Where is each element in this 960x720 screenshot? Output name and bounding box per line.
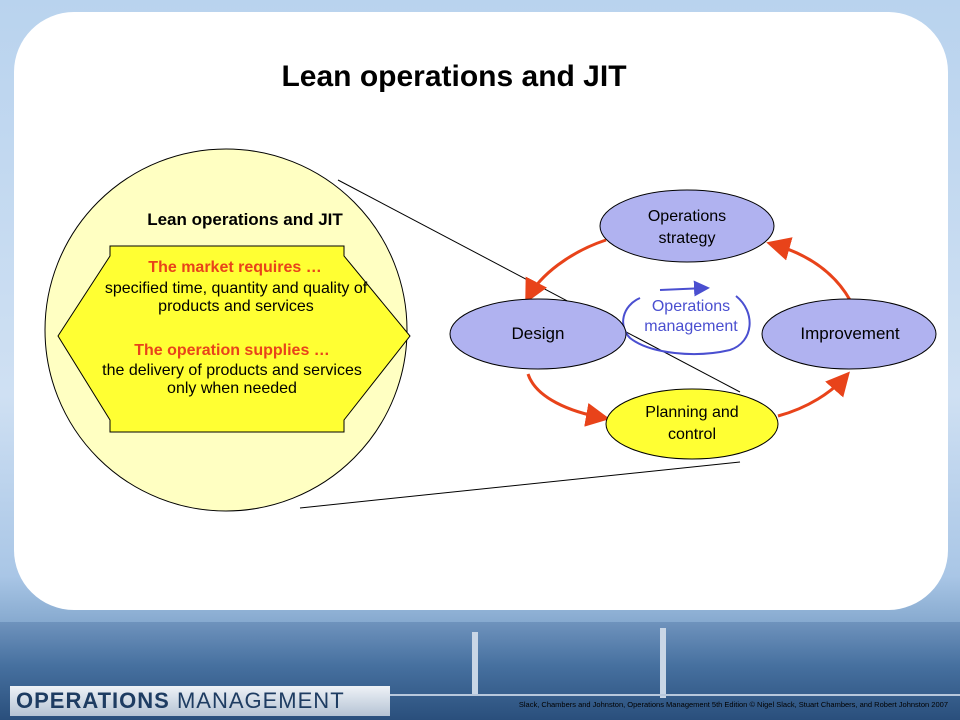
planning-node: [605, 388, 779, 460]
strategy-node: [599, 189, 775, 263]
diagram-canvas: [44, 148, 937, 512]
improvement-label: Improvement: [800, 324, 900, 343]
requirement-double-arrow: [57, 245, 411, 433]
planning-label: Planning and control: [645, 404, 739, 443]
bridge-tower-right: [660, 628, 666, 698]
design-label: Design: [511, 324, 565, 343]
footer-banner: OPERATIONS MANAGEMENT Slack, Chambers an…: [0, 622, 960, 720]
copyright-text: Slack, Chambers and Johnston, Operations…: [518, 700, 948, 709]
operation-supplies-label: The operation supplies …: [134, 342, 330, 359]
arrow-strategy-to-design: [525, 238, 607, 304]
zoom-line-bottom: [299, 461, 741, 509]
zoom-heading: Lean operations and JIT: [147, 210, 343, 229]
bridge-tower-left: [472, 632, 478, 694]
brand-light: MANAGEMENT: [176, 688, 345, 713]
center-loop-arrow: [659, 280, 710, 297]
slide-title: Lean operations and JIT: [281, 60, 627, 93]
center-label: Operations management: [644, 298, 738, 335]
center-loop: [622, 295, 751, 355]
market-requires-label: The market requires …: [148, 259, 322, 276]
arrow-planning-to-improvement: [777, 371, 850, 418]
improvement-node: [761, 298, 937, 370]
arrow-improvement-to-strategy: [766, 237, 852, 301]
bridge-deck: [380, 694, 960, 696]
design-node: [449, 298, 627, 370]
strategy-label: Operations strategy: [647, 208, 727, 247]
brand-bold: OPERATIONS: [16, 688, 170, 713]
market-requires-text: specified time, quantity and quality of …: [104, 280, 368, 315]
brand-logo: OPERATIONS MANAGEMENT: [10, 686, 390, 716]
arrow-design-to-planning: [526, 373, 610, 427]
operation-supplies-text: the delivery of products and services on…: [102, 362, 362, 397]
